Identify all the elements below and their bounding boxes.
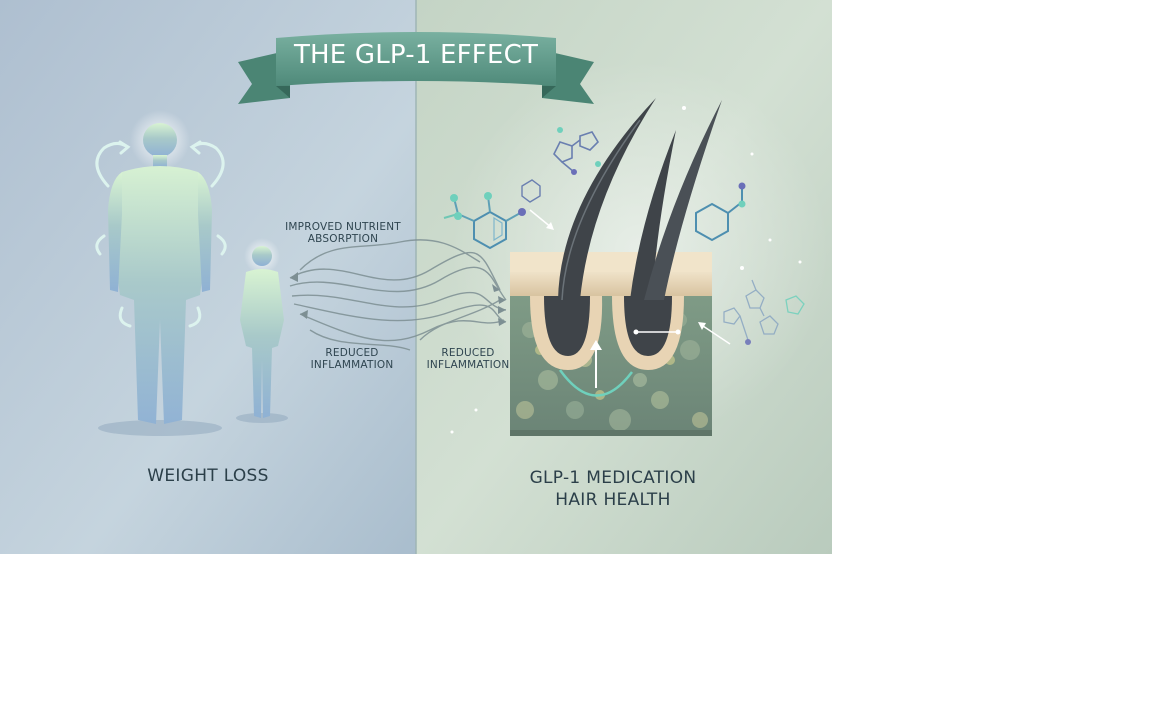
reduced-inflammation-right-label: REDUCED INFLAMMATION — [418, 347, 518, 371]
nutrient-absorption-label: IMPROVED NUTRIENT ABSORPTION — [276, 221, 410, 245]
title-banner — [238, 32, 594, 104]
nutrient-label-line2: ABSORPTION — [307, 233, 379, 246]
inflammation-right-line2: INFLAMMATION — [426, 359, 510, 372]
sparkles — [450, 106, 802, 434]
inflammation-left-line1: REDUCED — [325, 347, 379, 359]
glp1-infographic: THE GLP-1 EFFECT IMPROVED NUTRIENT ABSOR… — [0, 0, 832, 554]
inflammation-left-line2: INFLAMMATION — [310, 359, 394, 372]
molecule-nodes — [450, 192, 526, 220]
infographic-canvas — [0, 0, 832, 554]
molecule-icon-top — [553, 127, 601, 175]
small-body-icon — [236, 238, 288, 423]
title-banner-text: THE GLP-1 EFFECT — [293, 40, 539, 70]
flow-lines — [289, 239, 507, 351]
transformation-arrows — [95, 140, 227, 328]
inflammation-right-line1: REDUCED — [441, 347, 495, 359]
flow-arrowheads — [290, 272, 506, 326]
hair-health-caption: GLP-1 MEDICATION HAIR HEALTH — [498, 467, 728, 511]
hair-follicle-icon — [510, 98, 731, 436]
hair-caption-line1: GLP-1 MEDICATION — [529, 468, 697, 488]
hair-caption-line2: HAIR HEALTH — [555, 490, 671, 511]
large-body-icon — [98, 110, 222, 436]
reduced-inflammation-left-label: REDUCED INFLAMMATION — [300, 347, 404, 371]
weight-loss-caption: WEIGHT LOSS — [147, 466, 269, 486]
nutrient-label-line1: IMPROVED NUTRIENT — [285, 221, 401, 233]
molecule-icon-right — [695, 182, 746, 242]
